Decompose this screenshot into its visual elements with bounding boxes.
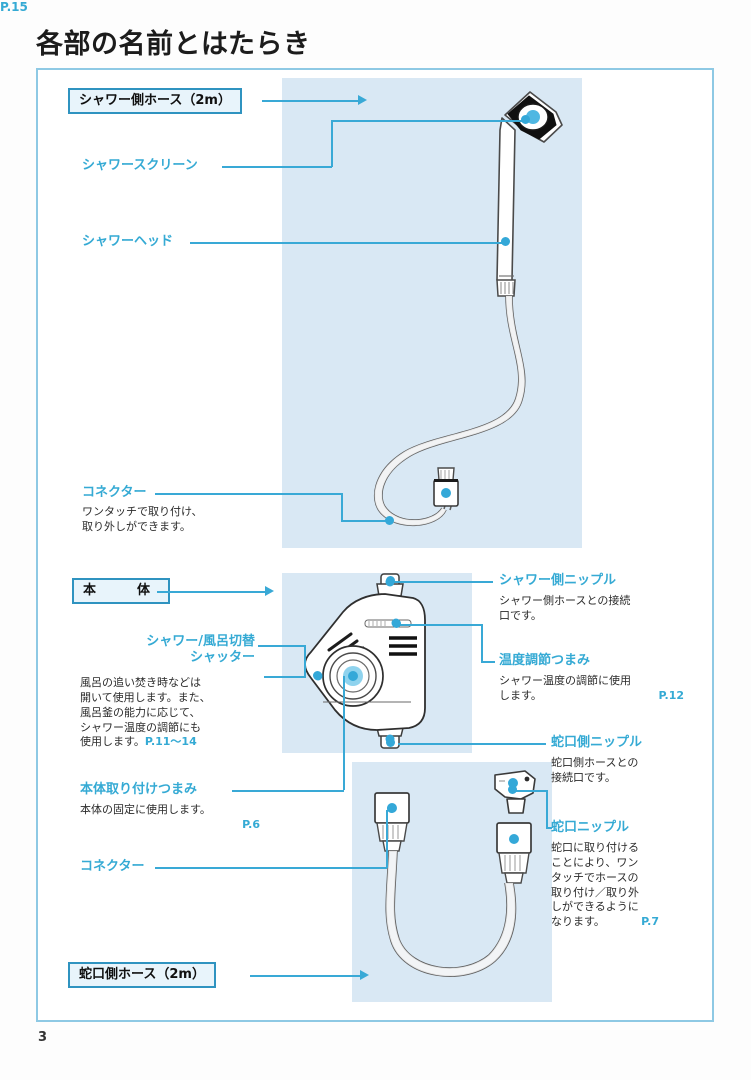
page-ref-temp-knob: P.12 — [658, 688, 684, 702]
leader-shower-nipple — [393, 581, 493, 583]
label-tap-adapter: 蛇口ニップル — [551, 820, 630, 835]
tap-hose-illustration — [374, 770, 536, 977]
desc-tap-nipple: 蛇口側ホースとの 接続口です。 — [551, 756, 639, 784]
label-shower-head: シャワーヘッド — [82, 234, 174, 249]
page-number: 3 — [38, 1030, 48, 1045]
label-temp-knob: 温度調節つまみ — [499, 653, 591, 668]
leader-shower-hose — [262, 100, 360, 102]
leader-temp-v — [481, 624, 483, 662]
desc-shower-nipple: シャワー側ホースとの接続 口です。 — [499, 594, 631, 622]
label-shutter-line2: シャッター — [189, 650, 255, 666]
page-ref-mount-knob: P.6 — [242, 817, 260, 831]
leader-shutter-h1 — [258, 645, 306, 647]
desc-shutter-text: 風呂の追い焚き時などは 開いて使用します。また、 風呂釜の能力に応じて、 シャワ… — [80, 676, 211, 749]
label-connector-bottom: コネクター — [80, 859, 145, 874]
leader-knob-h — [232, 790, 344, 792]
desc-temp-knob-text: シャワー温度の調節に使用 します。 — [499, 674, 631, 702]
leader-adapter-h1 — [516, 790, 548, 792]
label-tap-nipple: 蛇口側ニップル — [551, 735, 643, 750]
main-body-illustration — [304, 573, 426, 749]
leader-main-body — [157, 591, 267, 593]
shower-head-illustration — [373, 91, 563, 526]
arrow-main-body — [265, 586, 274, 596]
leader-shutter-h2 — [264, 676, 306, 678]
leader-shower-head — [190, 242, 508, 244]
leader-screen-v — [331, 121, 333, 167]
heading-tap-side-hose: 蛇口側ホース（2m） — [68, 962, 216, 989]
desc-mount-knob-text: 本体の固定に使用します。 — [80, 803, 211, 816]
leader-screen-h1 — [222, 166, 332, 168]
label-shower-screen: シャワースクリーン — [82, 158, 198, 173]
anchor-dot-shutter — [313, 671, 322, 680]
leader-knob-v — [343, 676, 345, 790]
arrow-tap-hose — [360, 970, 369, 980]
page-ref-shutter: P.11～14 — [144, 735, 197, 749]
heading-main-body: 本 体 — [72, 578, 171, 605]
leader-connector2-h — [155, 867, 387, 869]
anchor-dot-tap-nipple — [386, 738, 395, 747]
arrow-shower-hose — [358, 95, 367, 105]
anchor-dot-shower-head — [501, 237, 510, 246]
page-ref-tap-adapter: P.7 — [641, 915, 659, 929]
leader-tap-nipple — [398, 743, 546, 745]
leader-temp-h1 — [398, 624, 482, 626]
heading-shower-side-hose: シャワー側ホース（2m） — [68, 88, 242, 115]
desc-shutter: 風呂の追い焚き時などは 開いて使用します。また、 風呂釜の能力に応じて、 シャワ… — [80, 676, 260, 750]
anchor-dot-tap-adapter — [508, 785, 517, 794]
leader-adapter-h2 — [546, 827, 552, 829]
desc-tap-adapter-text: 蛇口に取り付ける ことにより、ワン タッチでホースの 取り付け／取り外 しができ… — [551, 841, 639, 929]
page-title: 各部の名前とはたらき — [36, 29, 311, 60]
label-connector-top: コネクター — [82, 485, 147, 500]
anchor-dot-shower-nipple — [386, 576, 395, 585]
anchor-dot-screen — [521, 115, 530, 124]
anchor-dot-connector-bottom — [387, 804, 396, 813]
leader-shutter-v — [304, 645, 306, 677]
label-mount-knob: 本体取り付けつまみ — [80, 782, 198, 797]
label-shutter: シャワー/風呂切替 シャッター — [80, 634, 255, 667]
leader-screen-h2 — [331, 120, 527, 122]
anchor-dot-connector-top — [385, 516, 394, 525]
leader-tap-hose — [250, 975, 362, 977]
desc-mount-knob: 本体の固定に使用します。 P.6 — [80, 803, 260, 833]
leader-connector-v — [341, 493, 343, 521]
leader-adapter-v — [546, 790, 548, 828]
desc-temp-knob: シャワー温度の調節に使用 します。 P.12 — [499, 674, 684, 704]
anchor-dot-temp — [392, 619, 401, 628]
desc-connector-top: ワンタッチで取り付け、 取り外しができます。 — [82, 505, 203, 533]
leader-temp-h2 — [481, 661, 495, 663]
label-shower-nipple: シャワー側ニップル — [499, 573, 617, 588]
leader-connector-h1 — [155, 493, 342, 495]
desc-tap-adapter: 蛇口に取り付ける ことにより、ワン タッチでホースの 取り付け／取り外 しができ… — [551, 841, 659, 930]
page-ref-shower-screen: P.15 — [0, 0, 28, 14]
label-shutter-line1: シャワー/風呂切替 — [146, 634, 255, 649]
leader-connector-h2 — [341, 520, 389, 522]
leader-connector2-v — [386, 810, 388, 868]
